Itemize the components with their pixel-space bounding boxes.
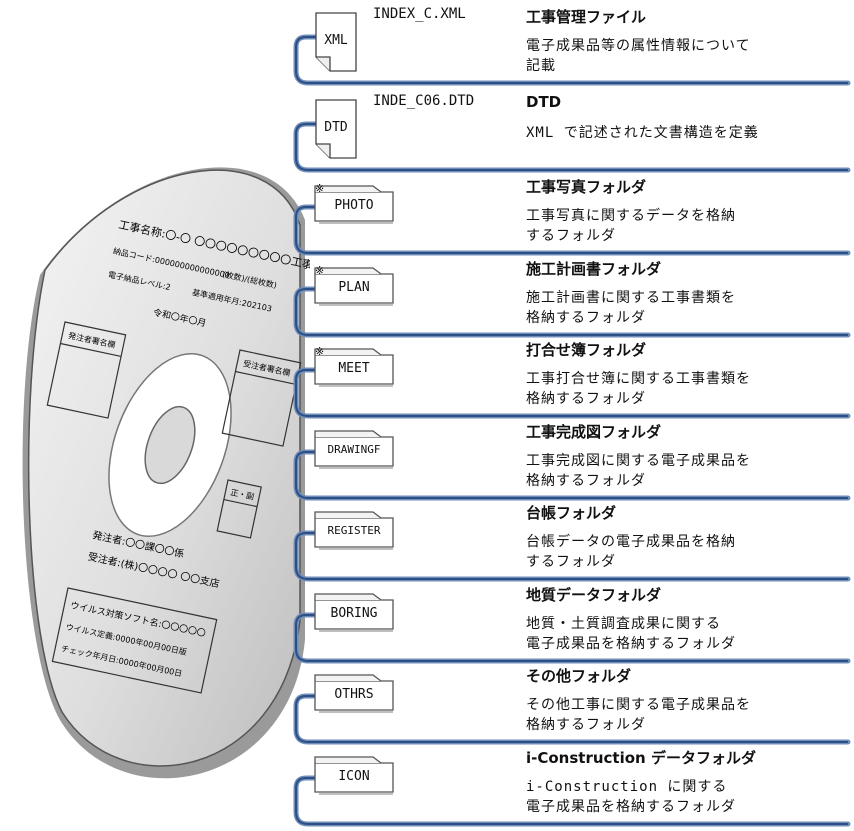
icon-label: DTD xyxy=(324,120,348,135)
document-file-icon xyxy=(315,99,357,159)
description-line: i-Construction に関する xyxy=(526,779,728,795)
icon-label: MEET xyxy=(338,361,370,376)
file-name: INDE_C06.DTD xyxy=(373,93,475,109)
entry-description: その他工事に関する電子成果品を格納するフォルダ xyxy=(526,695,751,735)
entry-bracket-bar xyxy=(293,204,851,256)
folder-icon xyxy=(314,267,394,306)
description-line: 施工計画書に関する工事書類を xyxy=(526,290,736,306)
entry-title: その他フォルダ xyxy=(526,667,632,685)
description-line: 工事完成図に関する電子成果品を xyxy=(526,453,751,469)
entry-title: 地質データフォルダ xyxy=(526,586,662,604)
entry-description: 工事打合せ簿に関する工事書類を格納するフォルダ xyxy=(526,369,751,409)
entry-title: 工事写真フォルダ xyxy=(526,178,647,196)
folder-icon xyxy=(314,185,394,224)
icon-label: PHOTO xyxy=(334,198,374,213)
description-line: XML で記述された文書構造を定義 xyxy=(526,125,759,141)
description-line: するフォルダ xyxy=(526,554,616,570)
folder-icon xyxy=(314,430,394,469)
entry-bracket-bar xyxy=(293,367,851,419)
entry-description: i-Construction に関する電子成果品を格納するフォルダ xyxy=(526,777,736,817)
description-line: 記載 xyxy=(526,58,556,74)
folder-icon xyxy=(314,511,394,550)
copy-type-box xyxy=(216,479,262,539)
entry-description: XML で記述された文書構造を定義 xyxy=(526,123,759,143)
icon-label: OTHRS xyxy=(334,687,374,702)
entry-description: 台帳データの電子成果品を格納するフォルダ xyxy=(526,532,736,572)
entry-description: 施工計画書に関する工事書類を格納するフォルダ xyxy=(526,288,736,328)
icon-label: REGISTER xyxy=(327,524,381,537)
folder-icon xyxy=(314,348,394,387)
entry-title: i-Construction データフォルダ xyxy=(526,749,756,767)
entry-bracket-bar xyxy=(293,286,851,338)
cd-disc: 工事名称:〇-〇 〇〇〇〇〇〇〇〇〇工事 納品コード:0000000000000… xyxy=(22,167,310,779)
entry-bracket-bar xyxy=(293,693,851,745)
description-line: その他工事に関する電子成果品を xyxy=(526,697,751,713)
description-line: 格納するフォルダ xyxy=(526,473,646,489)
icon-label: BORING xyxy=(330,606,378,621)
client-signature-box xyxy=(46,321,127,419)
folder-icon xyxy=(314,593,394,632)
description-line: 格納するフォルダ xyxy=(526,717,646,733)
note-mark: ※ xyxy=(315,182,325,195)
description-line: 格納するフォルダ xyxy=(526,391,646,407)
entry-bracket-bar xyxy=(293,775,851,827)
entry-description: 工事写真に関するデータを格納するフォルダ xyxy=(526,206,736,246)
entry-bracket-bar xyxy=(293,612,851,664)
description-line: 電子成果品を格納するフォルダ xyxy=(526,636,736,652)
description-line: 工事写真に関するデータを格納 xyxy=(526,208,736,224)
icon-label: ICON xyxy=(338,769,370,784)
icon-label: PLAN xyxy=(338,280,370,295)
entry-bracket-bar xyxy=(293,121,851,173)
document-file-icon xyxy=(315,12,357,72)
virus-check-box xyxy=(51,587,218,694)
folder-icon xyxy=(314,674,394,713)
note-mark: ※ xyxy=(315,345,325,358)
description-line: 電子成果品を格納するフォルダ xyxy=(526,799,736,815)
note-mark: ※ xyxy=(315,264,325,277)
description-line: 工事打合せ簿に関する工事書類を xyxy=(526,371,751,387)
description-line: 格納するフォルダ xyxy=(526,310,646,326)
description-line: するフォルダ xyxy=(526,228,616,244)
entry-description: 工事完成図に関する電子成果品を格納するフォルダ xyxy=(526,451,751,491)
entry-bracket-bar xyxy=(293,449,851,501)
icon-label: DRAWINGF xyxy=(327,443,381,456)
entry-title: 施工計画書フォルダ xyxy=(526,260,662,278)
entry-title: 台帳フォルダ xyxy=(526,504,617,522)
contractor-signature-box xyxy=(221,349,302,447)
file-name: INDEX_C.XML xyxy=(373,6,466,22)
entry-title: 工事管理ファイル xyxy=(526,8,647,26)
description-line: 地質・土質調査成果に関する xyxy=(526,616,721,632)
description-line: 電子成果品等の属性情報について xyxy=(526,38,751,54)
description-line: 台帳データの電子成果品を格納 xyxy=(526,534,736,550)
entry-title: 工事完成図フォルダ xyxy=(526,423,662,441)
entry-description: 電子成果品等の属性情報について記載 xyxy=(526,36,751,76)
icon-label: XML xyxy=(324,33,348,48)
entry-title: DTD xyxy=(526,93,562,111)
entry-bracket-bar xyxy=(293,34,851,86)
entry-title: 打合せ簿フォルダ xyxy=(526,341,647,359)
entry-description: 地質・土質調査成果に関する電子成果品を格納するフォルダ xyxy=(526,614,736,654)
entry-bracket-bar xyxy=(293,530,851,582)
folder-icon xyxy=(314,756,394,795)
disc-hole xyxy=(144,405,196,485)
